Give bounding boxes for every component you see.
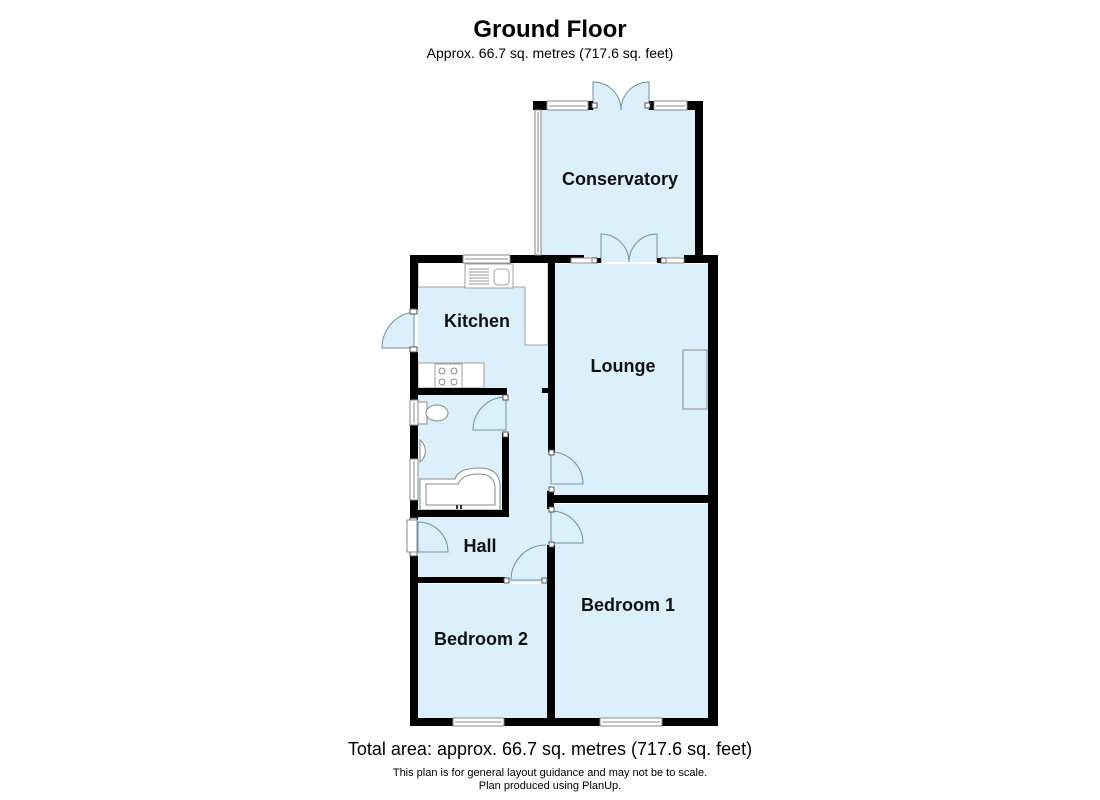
wall-lounge-bedroom1 xyxy=(551,495,711,503)
wall-conservatory-top-stub-r xyxy=(649,101,654,110)
disclaimer: This plan is for general layout guidance… xyxy=(0,767,1100,793)
door-kitchen-external xyxy=(381,311,415,349)
wall-lounge-left xyxy=(548,255,555,452)
room-label-bedroom2: Bedroom 2 xyxy=(434,629,528,649)
wall-bath-bottom xyxy=(418,510,509,517)
wall-kitchen-bottom xyxy=(418,388,507,395)
door-swings xyxy=(381,81,658,581)
door-front xyxy=(417,521,449,553)
bedroom2-floor xyxy=(418,584,547,718)
wall-bottom-right xyxy=(662,718,718,726)
lounge-floor xyxy=(555,264,708,497)
wall-lounge-top-stub-r xyxy=(657,258,662,263)
wall-bed1-left xyxy=(547,545,555,726)
wall-left-low xyxy=(410,500,418,520)
wall-hall-bedroom1-stub xyxy=(547,491,554,509)
room-label-lounge: Lounge xyxy=(591,356,656,376)
bath-taps-icon xyxy=(456,505,462,509)
wall-left-mid xyxy=(410,352,418,400)
door-lounge-french-left xyxy=(600,233,630,263)
walls xyxy=(410,101,718,726)
bathtub-inner xyxy=(425,473,496,506)
room-label-hall: Hall xyxy=(463,536,496,556)
wall-conservatory-top-stub-l xyxy=(588,101,593,110)
door-bedroom2 xyxy=(510,544,547,581)
door-conservatory-external-right xyxy=(620,81,650,111)
wall-kitchen-nib xyxy=(542,388,548,393)
sink-bowl-icon xyxy=(493,268,510,286)
wall-right xyxy=(708,255,718,726)
windows xyxy=(406,100,688,727)
wall-hall-bottom xyxy=(418,577,505,583)
wall-bottom-left xyxy=(410,718,453,726)
hob-burners-icon xyxy=(438,367,458,386)
room-fills xyxy=(418,110,708,718)
wall-left-bottom xyxy=(410,556,418,726)
room-label-conservatory: Conservatory xyxy=(562,169,678,189)
window-lounge-top-left xyxy=(570,257,593,264)
door-lounge xyxy=(550,451,584,485)
wall-bottom-mid xyxy=(504,718,600,726)
front-door-frame xyxy=(406,519,418,553)
wall-left-bath xyxy=(410,425,418,459)
door-bedroom1 xyxy=(550,510,584,544)
room-label-kitchen: Kitchen xyxy=(444,311,510,331)
room-label-bedroom1: Bedroom 1 xyxy=(581,595,675,615)
door-conservatory-external-left xyxy=(592,81,622,111)
basin-icon xyxy=(419,438,426,464)
bathroom-fixtures xyxy=(417,401,501,511)
door-lounge-french-right xyxy=(628,233,658,263)
toilet-bowl-icon xyxy=(425,404,449,422)
wall-lounge-top-left xyxy=(548,255,584,263)
wall-conservatory-right xyxy=(695,101,703,261)
wall-conservatory-top-left xyxy=(533,101,547,110)
fireplace-outline xyxy=(682,349,708,410)
disclaimer-line-2: Plan produced using PlanUp. xyxy=(478,780,622,792)
window-lounge-top-right xyxy=(665,257,685,264)
wall-left-upper xyxy=(410,255,418,310)
wall-bath-right xyxy=(502,433,509,517)
wall-kitchen-top-left xyxy=(410,255,463,263)
conservatory-floor xyxy=(540,110,697,260)
total-area: Total area: approx. 66.7 sq. metres (717… xyxy=(347,739,753,759)
plan-title: Ground Floor xyxy=(473,16,627,43)
plan-subtitle-area: Approx. 66.7 sq. metres (717.6 sq. feet) xyxy=(426,45,674,61)
hob-unit xyxy=(434,363,463,389)
disclaimer-line-1: This plan is for general layout guidance… xyxy=(392,767,708,779)
wall-lounge-top-stub-l xyxy=(596,258,601,263)
door-bathroom xyxy=(472,396,507,431)
drainer-icon xyxy=(469,268,489,285)
wall-lounge-top-right xyxy=(684,255,718,263)
wall-kitchen-top-right xyxy=(510,255,555,263)
